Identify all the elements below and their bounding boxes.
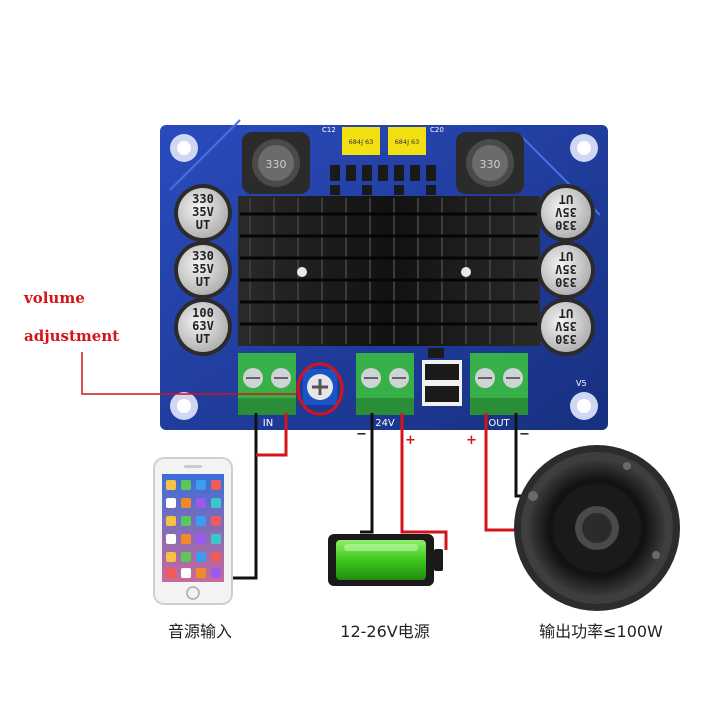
input-terminal[interactable]	[238, 353, 296, 415]
capacitor-right-label: UT	[559, 249, 573, 263]
app-icon	[181, 534, 191, 544]
power-plus-mark: +	[405, 433, 416, 448]
capacitor-right-label: 35V	[555, 262, 577, 276]
output-terminal[interactable]	[470, 353, 528, 415]
output-minus-mark: −	[519, 427, 530, 442]
mounting-hole-icon	[570, 392, 598, 420]
annotation-line-1: volume	[23, 289, 85, 307]
annotation-leader-line	[81, 352, 298, 395]
screw-icon	[297, 267, 307, 277]
in-label: IN	[263, 418, 273, 429]
app-icon	[211, 516, 221, 526]
caption-power-supply: 12-26V电源	[340, 622, 429, 641]
dock-app-icon	[166, 568, 176, 578]
app-icon	[211, 552, 221, 562]
capacitor-left-label: UT	[196, 218, 210, 232]
film-capacitor-right: 684J 63	[388, 127, 426, 155]
dock-app-icon	[181, 568, 191, 578]
capacitor-right-label: 35V	[555, 205, 577, 219]
wires	[233, 413, 528, 580]
capacitor-right-label: 35V	[555, 319, 577, 333]
app-icon	[166, 480, 176, 490]
app-icon	[211, 480, 221, 490]
capacitor-left-label: 35V	[192, 262, 214, 276]
capacitor-left-label: 100	[192, 306, 214, 320]
capacitor-left-label: UT	[196, 275, 210, 289]
input-wire-black	[233, 413, 258, 580]
power-minus-mark: −	[356, 427, 367, 442]
capacitor-left-label: 330	[192, 249, 214, 263]
caption-audio-input: 音源输入	[168, 622, 232, 641]
power-terminal[interactable]	[356, 353, 414, 415]
film-cap-right-label: 684J 63	[395, 138, 420, 146]
app-icon	[196, 534, 206, 544]
capacitor-left-label: UT	[196, 332, 210, 346]
amplifier-board: C12 C20 330 330 684J 63 684J 63	[160, 119, 608, 448]
inductor-left: 330	[242, 132, 310, 194]
volume-potentiometer[interactable]	[303, 369, 337, 405]
app-icon	[181, 498, 191, 508]
annotation-line-2: adjustment	[24, 327, 119, 345]
capacitor-right-label: UT	[559, 306, 573, 320]
resistor-row	[330, 165, 436, 195]
capacitor-right-label: 330	[555, 332, 577, 346]
version-label: V5	[576, 379, 587, 388]
app-icon	[211, 498, 221, 508]
out-label: OUT	[488, 418, 510, 429]
battery-icon	[328, 534, 443, 586]
input-wire-red	[256, 413, 288, 457]
app-icon	[181, 552, 191, 562]
film-cap-left-label: 684J 63	[349, 138, 374, 146]
app-icon	[196, 516, 206, 526]
voltage-label: 24V	[375, 418, 395, 429]
capacitor-right-label: 330	[555, 218, 577, 232]
app-icon	[166, 516, 176, 526]
caption-output-power: 输出功率≤100W	[539, 622, 663, 641]
app-icon	[166, 498, 176, 508]
mounting-hole-icon	[570, 134, 598, 162]
inductor-right: 330	[456, 132, 524, 194]
app-icon	[211, 534, 221, 544]
app-icon	[181, 480, 191, 490]
smartphone-icon	[153, 457, 233, 605]
capacitor-left-label: 35V	[192, 205, 214, 219]
capacitor-right-label: 330	[555, 275, 577, 289]
inductor-right-label: 330	[480, 158, 501, 171]
silk-c12: C12	[322, 126, 336, 134]
diode-block	[422, 348, 462, 406]
capacitor-right-label: UT	[559, 192, 573, 206]
screw-icon	[461, 267, 471, 277]
app-icon	[166, 552, 176, 562]
dock-app-icon	[211, 568, 221, 578]
power-wire-black	[360, 413, 374, 534]
inductor-left-label: 330	[266, 158, 287, 171]
mounting-hole-icon	[170, 134, 198, 162]
dock-app-icon	[196, 568, 206, 578]
app-icon	[196, 552, 206, 562]
heatsink	[238, 196, 540, 346]
power-wire-red	[400, 413, 448, 550]
mounting-hole-icon	[170, 392, 198, 420]
volume-highlight-circle	[296, 362, 344, 416]
app-icon	[196, 480, 206, 490]
speaker-icon	[514, 445, 680, 611]
output-plus-mark: +	[466, 433, 477, 448]
app-icon	[166, 534, 176, 544]
film-capacitor-left: 684J 63	[342, 127, 380, 155]
app-icon	[196, 498, 206, 508]
app-icon	[181, 516, 191, 526]
capacitor-left-label: 330	[192, 192, 214, 206]
silk-c20: C20	[430, 126, 444, 134]
speaker-wire-red	[484, 413, 520, 532]
capacitor-left-label: 63V	[192, 319, 214, 333]
